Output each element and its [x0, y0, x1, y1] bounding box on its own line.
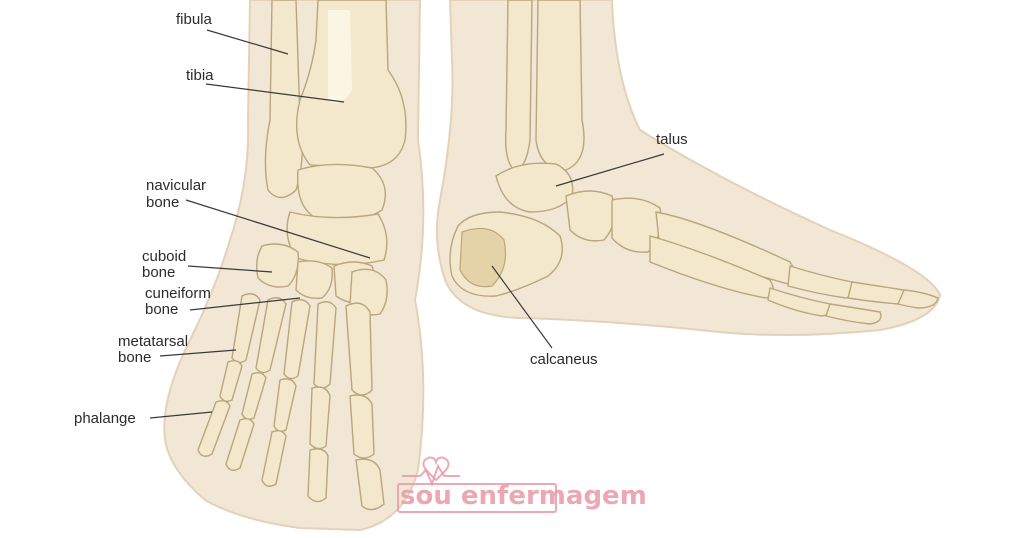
leader-phalange — [149, 411, 213, 419]
leader-talus — [555, 153, 665, 187]
leader-fibula — [206, 29, 289, 55]
label-navicular-line2: bone — [146, 194, 179, 211]
side-view-foot — [435, 0, 942, 336]
label-talus-text: talus — [656, 131, 688, 148]
label-metatarsal-bone: metatarsal bone — [118, 333, 237, 366]
label-navicular-bone: navicular bone — [146, 177, 371, 259]
front-view-foot — [163, 0, 425, 532]
leader-cuneiform — [189, 297, 301, 311]
label-calcaneus: calcaneus — [491, 265, 598, 368]
label-calcaneus-text: calcaneus — [530, 351, 598, 368]
watermark: sou enfermagem — [397, 456, 647, 513]
label-cuboid-line1: cuboid — [142, 248, 186, 265]
label-metatarsal-line2: bone — [118, 349, 151, 366]
label-tibia: tibia — [186, 67, 345, 103]
leader-calcaneus — [491, 265, 553, 349]
label-cuboid-line2: bone — [142, 264, 175, 281]
tibia-side-bone — [535, 0, 585, 171]
navicular-front-bone — [286, 211, 388, 266]
navicular-side-bone — [565, 190, 616, 242]
label-navicular-line1: navicular — [146, 177, 206, 194]
label-cuboid-bone: cuboid bone — [142, 248, 273, 281]
fibula-bone — [264, 0, 303, 199]
toe-ray-1 — [197, 293, 261, 457]
label-fibula-text: fibula — [176, 11, 213, 28]
label-phalange: phalange — [74, 410, 213, 427]
calcaneus-shade — [459, 227, 507, 288]
label-cuneiform-bone: cuneiform bone — [145, 285, 301, 318]
label-cuneiform-line2: bone — [145, 301, 178, 318]
leader-navicular — [185, 199, 371, 259]
phalange-side-bone-5 — [825, 303, 882, 325]
leader-metatarsal — [159, 349, 237, 357]
label-metatarsal-line1: metatarsal — [118, 333, 188, 350]
toe-ray-3 — [261, 299, 311, 487]
talus-front-bone — [296, 163, 386, 222]
cuboid-front-bone — [255, 243, 299, 288]
label-phalange-text: phalange — [74, 410, 136, 427]
watermark-text: sou enfermagem — [400, 481, 647, 511]
toe-ray-4 — [307, 301, 337, 503]
toe-ray-2 — [225, 297, 287, 471]
label-talus: talus — [555, 131, 688, 187]
tibia-highlight — [328, 10, 352, 104]
cuneiform-front-bone-1 — [295, 260, 333, 300]
toe-ray-5 — [345, 302, 385, 511]
phalange-side-bone-3 — [897, 289, 939, 309]
leader-cuboid — [187, 265, 273, 273]
label-fibula: fibula — [176, 11, 289, 55]
label-tibia-text: tibia — [186, 67, 214, 84]
label-cuneiform-line1: cuneiform — [145, 285, 211, 302]
fibula-side-bone — [504, 0, 533, 171]
watermark-frame — [397, 483, 557, 513]
leader-tibia — [205, 83, 345, 103]
